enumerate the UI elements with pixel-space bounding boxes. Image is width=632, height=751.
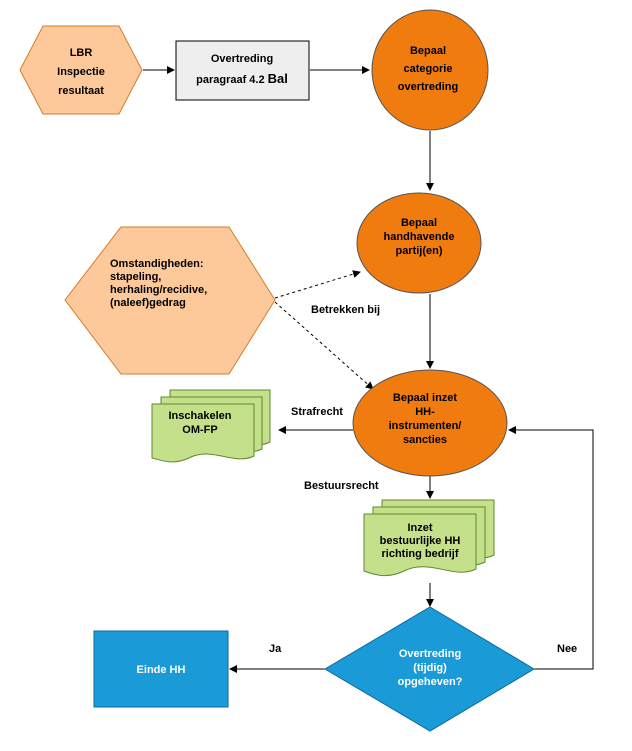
lbr-line-2: Inspectie — [57, 66, 105, 78]
bestuurlijk-line-2: bestuurlijke HH — [380, 535, 461, 547]
node-lbr: LBR Inspectie resultaat — [19, 25, 143, 115]
omstandigheden-line-3: herhaling/recidive, — [110, 284, 207, 296]
label-nee: Nee — [557, 643, 577, 655]
node-bestuurlijk: Inzet bestuurlijke HH richting bedrijf — [363, 499, 495, 577]
opgeheven-line-2: (tijdig) — [413, 662, 447, 674]
node-omstandigheden: Omstandigheden: stapeling, herhaling/rec… — [64, 226, 276, 375]
omstandigheden-line-4: (naleef)gedrag — [110, 297, 186, 309]
opgeheven-line-3: opgeheven? — [398, 676, 463, 688]
om-fp-line-1: Inschakelen — [169, 410, 232, 422]
om-fp-line-2: OM-FP — [182, 424, 217, 436]
node-om-fp: Inschakelen OM-FP — [151, 389, 271, 463]
categorie-line-1: Bepaal — [410, 45, 446, 57]
categorie-line-2: categorie — [404, 63, 453, 75]
categorie-line-3: overtreding — [398, 81, 459, 93]
bestuurlijk-line-3: richting bedrijf — [382, 548, 459, 560]
edge-omstandigheden-inzet — [274, 301, 374, 390]
node-categorie: Bepaal categorie overtreding — [371, 9, 489, 131]
lbr-line-3: resultaat — [58, 85, 104, 97]
partij-line-2: handhavende — [384, 231, 455, 243]
omstandigheden-line-2: stapeling, — [110, 271, 161, 283]
label-strafrecht: Strafrecht — [291, 406, 343, 418]
node-overtreding: Overtreding paragraaf 4.2 Bal — [175, 40, 310, 101]
einde-label: Einde HH — [137, 664, 186, 676]
partij-line-1: Bepaal — [401, 217, 437, 229]
bestuurlijk-line-1: Inzet — [407, 522, 432, 534]
inzet-line-4: sancties — [403, 434, 447, 446]
overtreding-line-2: paragraaf 4.2 Bal — [196, 71, 288, 86]
label-bestuursrecht: Bestuursrecht — [304, 480, 379, 492]
lbr-line-1: LBR — [70, 47, 93, 59]
partij-line-3: partij(en) — [395, 245, 442, 257]
inzet-line-1: Bepaal inzet — [393, 392, 458, 404]
inzet-line-2: HH- — [415, 406, 435, 418]
node-opgeheven: Overtreding (tijdig) opgeheven? — [324, 606, 535, 732]
opgeheven-line-1: Overtreding — [399, 648, 461, 660]
label-betrekken-bij: Betrekken bij — [311, 304, 380, 316]
overtreding-line-1: Overtreding — [211, 53, 273, 65]
node-einde: Einde HH — [93, 630, 229, 708]
inzet-line-3: instrumenten/ — [389, 420, 462, 432]
node-partij: Bepaal handhavende partij(en) — [356, 192, 482, 294]
omstandigheden-line-1: Omstandigheden: — [110, 258, 204, 270]
edge-opgeheven-inzet-loop — [508, 426, 594, 670]
edge-omstandigheden-partij — [274, 270, 361, 299]
node-inzet: Bepaal inzet HH- instrumenten/ sancties — [352, 369, 508, 477]
label-ja: Ja — [269, 643, 282, 655]
